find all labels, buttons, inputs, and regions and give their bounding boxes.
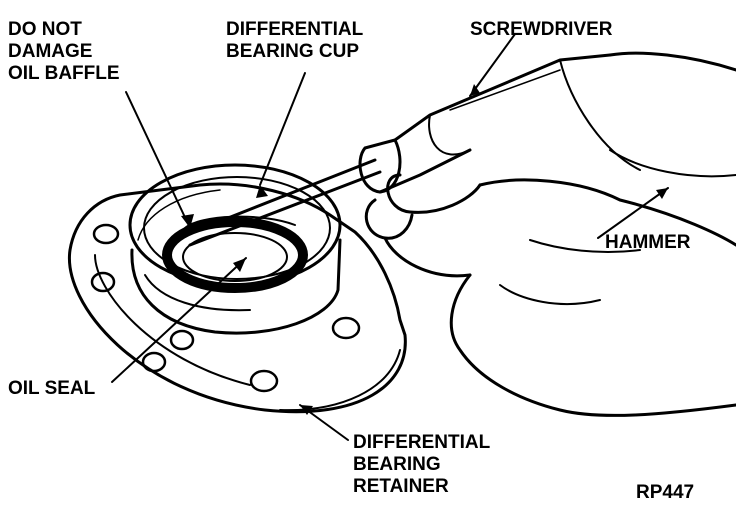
label-line: OIL SEAL xyxy=(8,378,96,399)
figure-code: RP447 xyxy=(636,482,694,504)
label-line: RETAINER xyxy=(353,476,449,497)
hand xyxy=(364,51,736,417)
screwdriver xyxy=(183,53,641,247)
leader-lines xyxy=(111,33,669,441)
label-hammer: HAMMER xyxy=(605,232,691,254)
arrowheads xyxy=(181,84,668,415)
label-line: DIFFERENTIAL xyxy=(226,19,364,40)
label-line: SCREWDRIVER xyxy=(470,19,613,40)
bolt-hole xyxy=(90,223,361,393)
label-line: BEARING CUP xyxy=(226,41,360,62)
label-screwdriver: SCREWDRIVER xyxy=(470,19,613,41)
oil-seal xyxy=(162,217,308,293)
label-line: DO NOT xyxy=(8,19,82,40)
label-line: DIFFERENTIAL xyxy=(353,432,491,453)
label-line: RP447 xyxy=(636,482,695,503)
label-differential-bearing-retainer: DIFFERENTIAL BEARING RETAINER xyxy=(353,432,490,498)
label-line: BEARING xyxy=(353,454,441,475)
differential-bearing-retainer xyxy=(67,182,407,414)
label-line: HAMMER xyxy=(605,232,691,253)
label-line: DAMAGE xyxy=(8,41,93,62)
label-oil-seal: OIL SEAL xyxy=(8,378,95,400)
label-line: OIL BAFFLE xyxy=(8,63,120,84)
label-differential-bearing-cup: DIFFERENTIAL BEARING CUP xyxy=(226,19,363,63)
label-do-not-damage-oil-baffle: DO NOT DAMAGE OIL BAFFLE xyxy=(8,19,120,85)
